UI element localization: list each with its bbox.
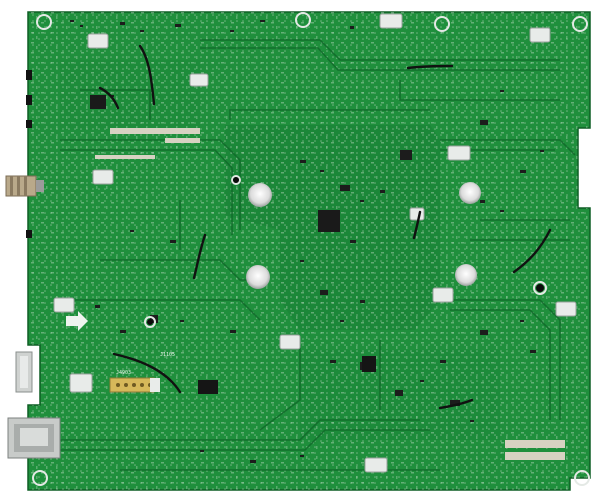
screw: [459, 182, 481, 204]
mounting-hole: [295, 12, 311, 28]
mounting-hole: [231, 175, 241, 185]
connector-pad: [53, 297, 75, 313]
connector-pad: [379, 13, 403, 29]
connector-pad: [432, 287, 454, 303]
jumper-wire: [98, 86, 120, 110]
pin-header: [505, 452, 565, 460]
connector-pad: [189, 73, 209, 87]
jumper-wire: [438, 398, 474, 410]
pin-header: [95, 155, 155, 159]
screw: [455, 264, 477, 286]
screw: [246, 265, 270, 289]
mounting-hole: [533, 281, 547, 295]
connector-pad: [92, 169, 114, 185]
coax-connector: [5, 175, 44, 197]
drill-hole: [233, 177, 239, 183]
mounting-hole: [36, 14, 52, 30]
traces: [60, 39, 576, 471]
ic-chip: [90, 95, 106, 109]
drill-hole: [147, 319, 153, 325]
connector-pads: [53, 13, 577, 473]
component-texture: [28, 12, 590, 490]
jumper-wire: [138, 44, 156, 106]
jumper-wire: [412, 210, 422, 240]
connector-pad: [529, 27, 551, 43]
connector-pad: [279, 334, 301, 350]
jumper-wire: [406, 64, 454, 70]
ic-chip: [362, 356, 376, 372]
connector-pad: [447, 145, 471, 161]
jack-label: J1105: [160, 352, 175, 358]
connector-pad: [69, 373, 93, 393]
pin-header: [165, 138, 200, 143]
jumper-wire: [192, 233, 207, 280]
debug-header: [109, 377, 160, 393]
ic-chip: [318, 210, 340, 232]
mounting-screws: [246, 182, 481, 289]
header-label: J4903: [116, 370, 131, 376]
screw: [248, 183, 272, 207]
ic-chips: [90, 95, 376, 394]
connector-pad: [409, 207, 425, 221]
side-connector: [15, 351, 33, 393]
edge-jacks: [26, 70, 32, 238]
ethernet-connector: [7, 417, 61, 459]
pin-header: [505, 440, 565, 448]
connector-pad: [87, 33, 109, 49]
drill-hole: [536, 284, 544, 292]
mounting-hole: [572, 16, 588, 32]
jumper-wire: [512, 228, 552, 274]
pin-headers: [95, 128, 565, 460]
jumper-wire: [112, 352, 182, 394]
mounting-hole: [32, 470, 48, 486]
connector-pad: [555, 301, 577, 317]
pin-header: [110, 128, 200, 134]
mounting-hole: [574, 470, 590, 486]
mounting-hole: [144, 316, 156, 328]
ic-chip: [198, 380, 218, 394]
mounting-holes: [32, 12, 590, 486]
arrow-marker: [66, 311, 88, 331]
connector-pad: [364, 457, 388, 473]
jumper-wires: [98, 44, 552, 410]
mounting-hole: [434, 16, 450, 32]
